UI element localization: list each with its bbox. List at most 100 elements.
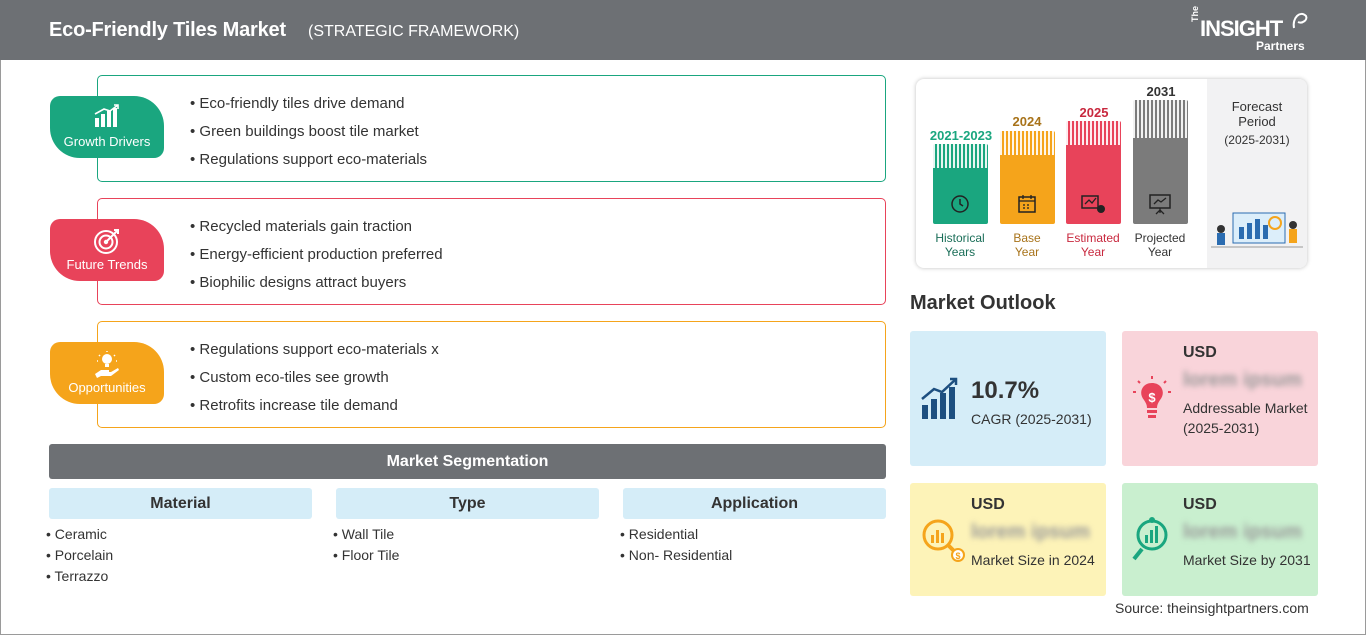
timeline-year-historical: 2021-2023 [929,128,993,143]
addressable-market-box: USD lorem ipsum $ Addressable Market (20… [1122,331,1318,466]
list-item: Energy-efficient production preferred [190,245,442,273]
cagr-label: CAGR (2025-2031) [971,411,1092,427]
cagr-value: 10.7% [971,377,1040,404]
list-item: Terrazzo [46,568,113,589]
timeline-bar-base [1000,131,1055,224]
target-icon [94,229,119,254]
presentation-board-icon [1149,194,1171,215]
opportunities-badge: Opportunities [50,342,164,404]
segment-type-header: Type [336,488,599,519]
dollar-bulb-icon: $ [1133,376,1171,418]
list-item: Porcelain [46,547,113,568]
growth-chart-icon [921,377,958,419]
list-item: Biophilic designs attract buyers [190,273,443,301]
label-line: Year [1014,245,1040,259]
size-2031-label: Market Size by 2031 [1183,552,1311,568]
market-segmentation-header: Market Segmentation [49,444,886,479]
label-line: Year [1147,245,1173,259]
timeline-label-historical: Historical Years [920,231,1000,259]
label-line: Base [1013,231,1041,245]
cagr-box: 10.7% CAGR (2025-2031) [910,331,1106,466]
size-2024-currency: USD [971,496,1005,513]
size-2024-label: Market Size in 2024 [971,552,1095,568]
forecast-period-label: Forecast Period [1231,99,1283,129]
opportunities-list: Regulations support eco-materials x Cust… [190,340,439,424]
forecast-period-range: (2025-2031) [1224,133,1290,147]
lightbulb-hand-icon [95,351,119,378]
future-trends-list: Recycled materials gain traction Energy-… [190,217,443,301]
market-size-2024-box: USD lorem ipsum $ Market Size in 2024 [910,483,1106,596]
bar-chart-icon [94,104,119,127]
history-clock-icon [951,195,969,213]
size-2024-value: lorem ipsum [971,521,1090,543]
segment-material-header: Material [49,488,312,519]
market-size-2031-box: USD lorem ipsum Market Size by 2031 [1122,483,1318,596]
timeline-bar-projected [1133,100,1188,224]
growth-drivers-badge: Growth Drivers [50,96,164,158]
source-note: Source: theinsightpartners.com [1115,600,1309,616]
logo-the: The [1190,5,1200,22]
label-line: Projected [1134,231,1186,245]
page-title: Eco-Friendly Tiles Market [49,19,286,41]
market-outlook-title: Market Outlook [910,292,1056,314]
list-item: Regulations support eco-materials x [190,340,438,368]
calendar-icon [1018,195,1036,213]
timeline-label-base: Base Year [987,231,1067,259]
magnifier-growth-icon [1132,517,1168,561]
estimate-chart-icon [1081,195,1105,213]
analyst-illustration-icon [1211,212,1303,248]
addressable-value: lorem ipsum [1183,369,1302,391]
addressable-label: Addressable Market (2025-2031) [1183,400,1308,436]
segment-application-list: Residential Non- Residential [620,526,733,568]
list-item: Eco-friendly tiles drive demand [190,94,427,122]
label-line: Year [1080,245,1106,259]
list-item: Non- Residential [620,547,733,568]
timeline-label-projected: Projected Year [1120,231,1200,259]
insight-partners-logo: The INSIGHT Partners [1190,6,1320,54]
segment-type-list: Wall Tile Floor Tile [333,526,400,568]
logo-swoosh-icon [1292,12,1308,29]
badge-label: Opportunities [68,380,146,395]
bar-stripes [933,144,988,168]
bar-stripes [1133,100,1188,138]
timeline-panel: Forecast Period (2025-2031) 2021-2023 Hi… [916,79,1307,268]
logo-insight: INSIGHT [1200,16,1283,41]
page-subtitle: (STRATEGIC FRAMEWORK) [308,23,520,40]
list-item: Wall Tile [333,526,399,547]
timeline-bar-estimated [1066,121,1121,224]
magnifier-chart-icon: $ [922,519,965,562]
logo-partners: Partners [1256,39,1305,53]
badge-label: Growth Drivers [63,134,151,149]
timeline-label-estimated: Estimated Year [1053,231,1133,259]
timeline-year-projected: 2031 [1146,84,1176,99]
growth-drivers-list: Eco-friendly tiles drive demand Green bu… [190,94,427,178]
label-line: Historical [935,231,985,245]
future-trends-badge: Future Trends [50,219,164,281]
list-item: Floor Tile [333,547,400,568]
timeline-year-estimated: 2025 [1079,105,1109,120]
label-line: Estimated [1066,231,1120,245]
segment-material-list: Ceramic Porcelain Terrazzo [46,526,114,589]
bar-stripes [1066,121,1121,145]
addressable-currency: USD [1183,344,1217,361]
timeline-year-base: 2024 [1012,114,1042,129]
list-item: Residential [620,526,732,547]
list-item: Recycled materials gain traction [190,217,443,245]
segment-application-header: Application [623,488,886,519]
size-2031-currency: USD [1183,496,1217,513]
list-item: Ceramic [46,526,113,547]
badge-label: Future Trends [66,257,148,272]
timeline-bar-historical [933,144,988,224]
list-item: Regulations support eco-materials [190,150,427,178]
list-item: Custom eco-tiles see growth [190,368,439,396]
label-line: Years [944,245,976,259]
svg-text:$: $ [955,551,960,561]
list-item: Green buildings boost tile market [190,122,427,150]
size-2031-value: lorem ipsum [1183,521,1302,543]
forecast-period-panel: Forecast Period (2025-2031) [1207,79,1307,268]
bar-stripes [1000,131,1055,155]
header-bar: Eco-Friendly Tiles Market (STRATEGIC FRA… [0,0,1366,60]
opportunities-card: Regulations support eco-materials x Cust… [97,321,886,428]
growth-drivers-card: Eco-friendly tiles drive demand Green bu… [97,75,886,182]
svg-text:$: $ [1148,390,1156,405]
